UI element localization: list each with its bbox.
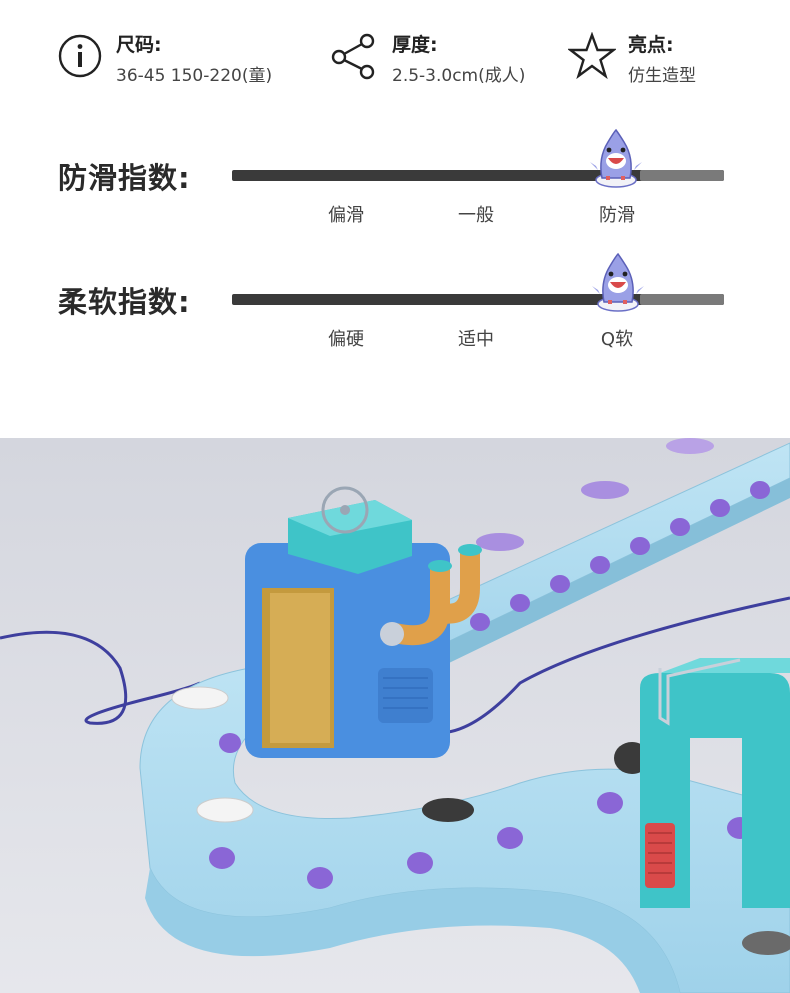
index-tick: 偏滑	[328, 205, 364, 226]
spec-value: 仿生造型	[628, 66, 696, 86]
spec-value: 2.5-3.0cm(成人)	[392, 66, 526, 86]
index-tick: 一般	[458, 205, 494, 226]
spec-label: 厚度:	[392, 34, 438, 56]
index-track	[232, 294, 724, 305]
star-icon	[568, 32, 616, 80]
spec-thickness: 厚度: 2.5-3.0cm(成人)	[330, 28, 560, 88]
index-title: 防滑指数:	[58, 161, 191, 195]
index-track	[232, 170, 724, 181]
shark-mascot-icon	[592, 252, 644, 312]
index-tick: 偏硬	[328, 329, 364, 350]
conveyor-machine-illustration	[0, 438, 790, 993]
index-tick: 防滑	[599, 205, 635, 226]
spec-label: 尺码:	[116, 34, 162, 56]
spec-highlight: 亮点: 仿生造型	[568, 28, 768, 88]
share-nodes-icon	[331, 33, 375, 80]
index-track-remainder	[640, 170, 724, 181]
spec-size: 尺码: 36-45 150-220(童)	[58, 28, 308, 88]
index-track-remainder	[640, 294, 724, 305]
shark-mascot-icon	[590, 128, 642, 188]
spec-value: 36-45 150-220(童)	[116, 66, 273, 86]
info-icon	[58, 34, 102, 78]
index-tick: 适中	[458, 329, 494, 350]
spec-label: 亮点:	[628, 34, 674, 56]
index-tick: Q软	[600, 329, 634, 350]
index-title: 柔软指数:	[58, 285, 191, 319]
